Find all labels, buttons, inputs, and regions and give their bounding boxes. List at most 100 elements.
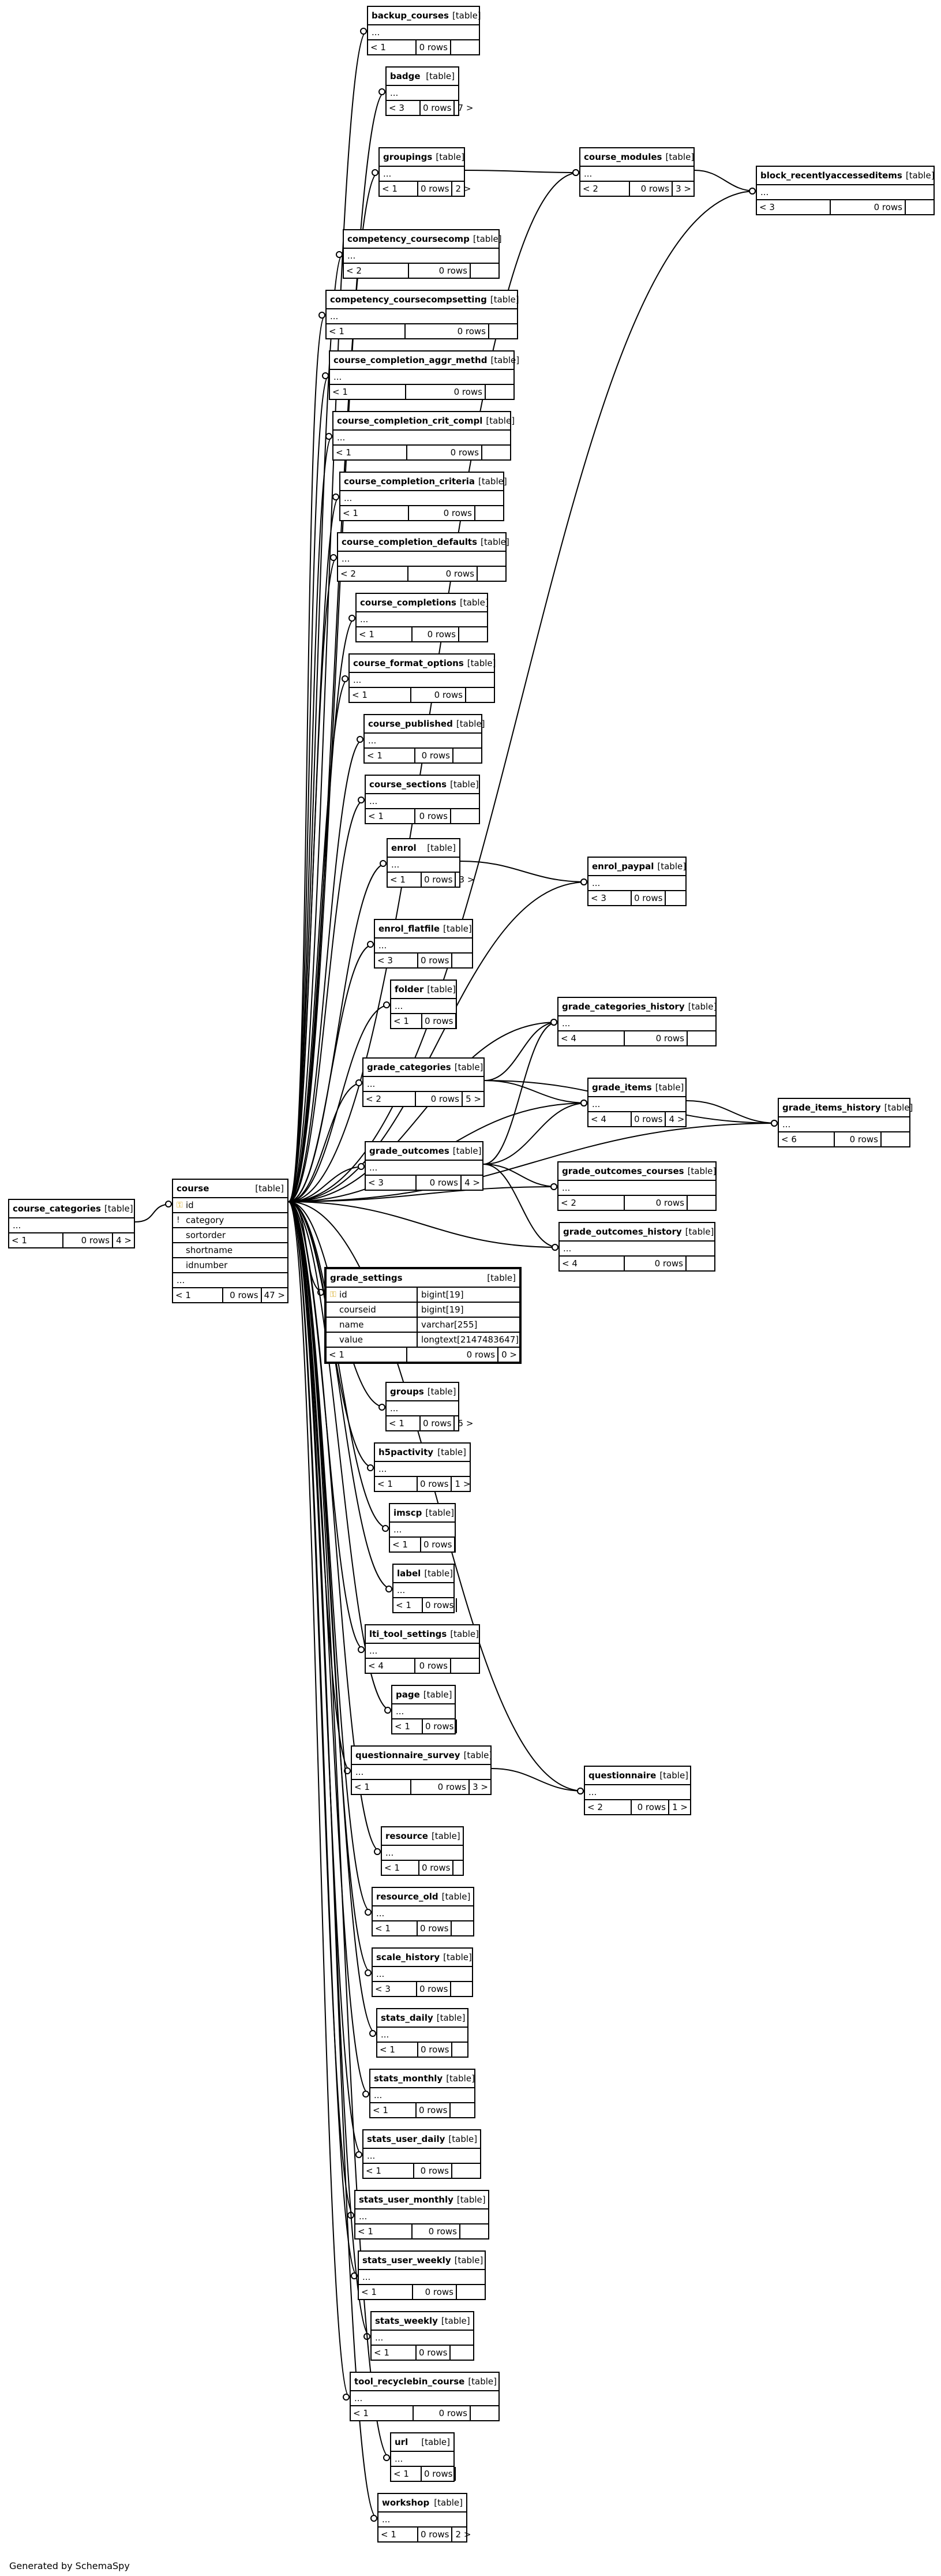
table-name[interactable]: lti_tool_settings <box>369 1629 447 1639</box>
table-header[interactable]: questionnaire[table] <box>585 1767 690 1785</box>
child-count[interactable] <box>452 1861 481 1875</box>
parent-count[interactable]: < 1 <box>370 42 386 53</box>
table-name[interactable]: enrol_paypal <box>592 861 654 872</box>
table-header[interactable]: groups[table] <box>387 1383 458 1401</box>
table-header[interactable]: stats_daily[table] <box>377 2009 467 2028</box>
table-header[interactable]: block_recentlyaccesseditems[table] <box>757 167 935 185</box>
child-count[interactable]: 2 > <box>451 2528 473 2541</box>
child-count[interactable] <box>449 2103 478 2117</box>
table-name[interactable]: questionnaire <box>588 1770 657 1781</box>
child-count[interactable] <box>477 567 505 581</box>
table-header[interactable]: resource[table] <box>382 1827 463 1846</box>
table-name[interactable]: block_recentlyaccesseditems <box>760 170 902 181</box>
table-name[interactable]: grade_items <box>592 1082 652 1093</box>
child-count[interactable]: 5 > <box>462 1092 483 1106</box>
table-header[interactable]: course_format_options[table] <box>350 655 496 673</box>
child-count[interactable] <box>474 506 503 520</box>
parent-count[interactable]: < 2 <box>587 1802 603 1812</box>
child-count[interactable] <box>451 2043 480 2057</box>
parent-count[interactable]: < 6 <box>781 1134 797 1145</box>
child-count[interactable] <box>905 200 933 214</box>
parent-count[interactable]: < 3 <box>759 202 775 212</box>
table-name[interactable]: workshop <box>382 2498 430 2508</box>
child-count[interactable] <box>451 2164 480 2178</box>
parent-count[interactable]: < 1 <box>380 2044 395 2055</box>
table-name[interactable]: grade_items_history <box>782 1102 881 1113</box>
table-name[interactable]: course_completions <box>360 597 456 608</box>
table-name[interactable]: course_completion_criteria <box>344 476 475 487</box>
parent-count[interactable]: < 3 <box>591 893 606 903</box>
column-row[interactable]: !category <box>173 1213 287 1228</box>
table-course-completion-crit-compl[interactable]: course_completion_crit_compl[table]...< … <box>332 411 515 461</box>
table-header[interactable]: competency_coursecompsetting[table] <box>327 291 519 309</box>
parent-count[interactable]: < 1 <box>358 2226 373 2237</box>
parent-count[interactable]: < 2 <box>366 1094 381 1104</box>
parent-count[interactable]: < 1 <box>392 1539 408 1550</box>
table-header[interactable]: grade_outcomes_courses[table] <box>558 1162 716 1181</box>
table-header[interactable]: workshop[table] <box>378 2494 466 2513</box>
child-count[interactable]: 3 > <box>468 1780 490 1794</box>
table-header[interactable]: scale_history[table] <box>373 1949 472 1967</box>
table-header[interactable]: enrol_flatfile[table] <box>375 920 472 939</box>
table-header[interactable]: lti_tool_settings[table] <box>366 1625 479 1644</box>
child-count[interactable] <box>451 954 480 967</box>
table-header[interactable]: backup_courses[table] <box>368 7 481 25</box>
table-header[interactable]: questionnaire_survey[table] <box>352 1747 492 1765</box>
table-name[interactable]: groups <box>390 1386 424 1397</box>
child-count[interactable] <box>456 2285 485 2299</box>
table-name[interactable]: resource_old <box>376 1891 438 1902</box>
table-header[interactable]: course_completion_criteria[table] <box>340 473 507 491</box>
child-count[interactable] <box>450 40 479 54</box>
child-count[interactable] <box>880 1132 909 1146</box>
table-name[interactable]: stats_monthly <box>374 2073 443 2084</box>
parent-count[interactable]: < 2 <box>561 1198 576 1208</box>
parent-count[interactable]: < 4 <box>562 1258 578 1269</box>
child-count[interactable]: 5 > <box>453 1416 475 1430</box>
table-header[interactable]: h5pactivity[table] <box>375 1444 470 1462</box>
table-name[interactable]: enrol <box>391 843 417 853</box>
child-count[interactable]: 1 > <box>668 1800 690 1814</box>
table-header[interactable]: imscp[table] <box>390 1504 455 1523</box>
parent-count[interactable]: < 1 <box>329 1349 344 1360</box>
table-name[interactable]: competency_coursecompsetting <box>330 294 487 305</box>
parent-count[interactable]: < 1 <box>375 1923 391 1934</box>
table-name[interactable]: course_completion_defaults <box>342 537 478 547</box>
table-name[interactable]: grade_outcomes_history <box>563 1227 682 1237</box>
table-header[interactable]: stats_user_weekly[table] <box>359 2252 485 2270</box>
parent-count[interactable]: < 1 <box>354 1782 370 1792</box>
child-count[interactable] <box>452 749 481 762</box>
table-header[interactable]: grade_outcomes[table] <box>366 1142 482 1161</box>
table-header[interactable]: course_completion_crit_compl[table] <box>333 412 515 431</box>
child-count[interactable]: 47 > <box>260 1288 287 1302</box>
parent-count[interactable]: < 1 <box>393 2469 409 2479</box>
child-count[interactable]: 4 > <box>665 1112 687 1126</box>
table-name[interactable]: course <box>177 1183 209 1194</box>
parent-count[interactable]: < 1 <box>384 1863 400 1873</box>
table-header[interactable]: course_categories[table] <box>9 1200 134 1218</box>
table-header[interactable]: course_modules[table] <box>580 148 694 167</box>
child-count[interactable] <box>455 2467 483 2481</box>
parent-count[interactable]: < 4 <box>561 1033 576 1044</box>
parent-count[interactable]: < 1 <box>343 508 358 518</box>
child-count[interactable]: 7 > <box>453 101 475 115</box>
